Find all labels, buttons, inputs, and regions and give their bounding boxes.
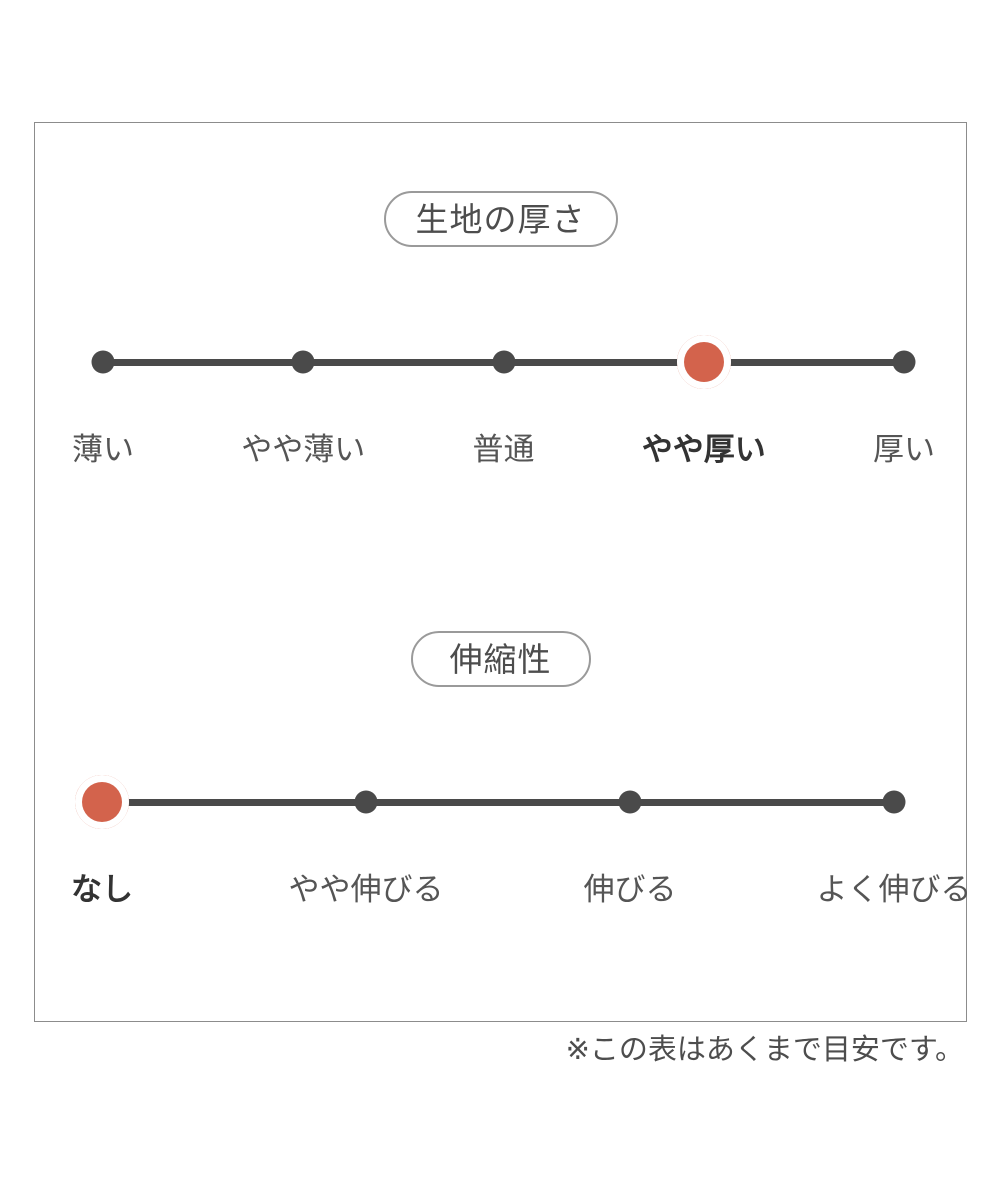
scale-node-label: 普通 bbox=[472, 432, 535, 467]
scale-dot-icon bbox=[882, 790, 906, 814]
scale-dot-icon bbox=[683, 342, 724, 382]
selection-ring-icon bbox=[676, 335, 731, 389]
scale-section-stretch: 伸縮性 なし やや伸びる 伸びる よく伸びる bbox=[35, 631, 972, 905]
scale-dot-icon bbox=[291, 350, 315, 374]
scale-node-label: 薄い bbox=[72, 432, 134, 467]
scale-track-thickness: 薄い やや薄い 普通 やや厚い 厚い bbox=[35, 305, 966, 465]
heading-pill-thickness: 生地の厚さ bbox=[383, 191, 618, 247]
track-line bbox=[102, 799, 894, 806]
selection-ring-icon bbox=[75, 775, 129, 829]
scale-node-label: なし bbox=[71, 872, 133, 907]
footnote-text: ※この表はあくまで目安です。 bbox=[565, 1034, 964, 1066]
scale-dot-icon bbox=[618, 790, 642, 814]
scale-dot-icon bbox=[492, 350, 515, 374]
scale-nodes: なし やや伸びる 伸びる よく伸びる bbox=[35, 745, 972, 905]
scale-dot-icon bbox=[354, 790, 378, 814]
heading-pill-stretch: 伸縮性 bbox=[410, 631, 591, 687]
scale-track-stretch: なし やや伸びる 伸びる よく伸びる bbox=[35, 745, 972, 905]
spec-frame: 生地の厚さ 薄い やや薄い 普通 やや厚い 厚い 伸縮性 なし やや伸びる 伸びる よく伸びる bbox=[34, 122, 972, 1022]
scale-nodes: 薄い やや薄い 普通 やや厚い 厚い bbox=[35, 305, 966, 465]
scale-dot-icon bbox=[892, 350, 916, 374]
heading-thickness-wrap: 生地の厚さ bbox=[35, 191, 966, 247]
scale-node-label: よく伸びる bbox=[816, 872, 972, 907]
heading-stretch-wrap: 伸縮性 bbox=[35, 631, 966, 687]
scale-node-label: やや厚い bbox=[641, 432, 766, 467]
scale-dot-icon bbox=[82, 782, 122, 822]
scale-section-thickness: 生地の厚さ 薄い やや薄い 普通 やや厚い 厚い bbox=[35, 191, 966, 465]
scale-node-label: 伸びる bbox=[583, 872, 677, 907]
scale-node-label: 厚い bbox=[873, 432, 935, 467]
scale-node-label: やや薄い bbox=[241, 432, 366, 467]
scale-node-label: やや伸びる bbox=[288, 872, 444, 907]
scale-dot-icon bbox=[91, 350, 115, 374]
